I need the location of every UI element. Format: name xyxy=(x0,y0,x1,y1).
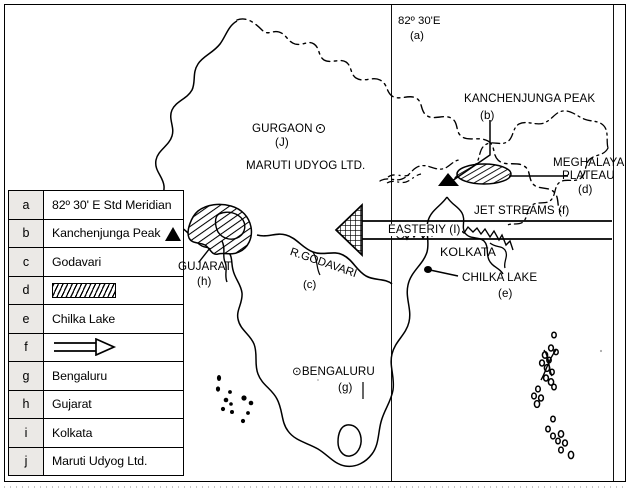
legend-row-g: g Bengaluru xyxy=(9,362,183,391)
legend-label-e: Chilka Lake xyxy=(52,311,116,326)
label-kolkata: KOLKATA xyxy=(440,245,497,259)
label-maruti-udyog: MARUTI UDYOG LTD. xyxy=(246,159,366,172)
legend-row-e: e Chilka Lake xyxy=(9,305,183,334)
label-bengaluru: ⊙BENGALURU xyxy=(292,365,375,378)
label-82-30e-key: (a) xyxy=(410,30,424,42)
legend-label-c: Godavari xyxy=(52,254,102,269)
legend-key-d: d xyxy=(9,276,44,304)
label-meghalaya-plateau-line2: PLATEAU xyxy=(562,169,615,182)
legend-row-c: c Godavari xyxy=(9,248,183,277)
legend-key-b: b xyxy=(9,219,44,247)
legend-key-e: e xyxy=(9,305,44,333)
legend-key-h: h xyxy=(9,390,44,418)
scan-artifact xyxy=(4,486,626,488)
legend-label-a: 82º 30' E Std Meridian xyxy=(52,197,172,212)
legend-label-h: Gujarat xyxy=(52,397,92,412)
hollow-right-arrow-icon xyxy=(54,338,117,357)
city-marker-gurgaon xyxy=(316,124,325,133)
mountain-peak-triangle-icon xyxy=(165,227,182,242)
label-kanchenjunga-peak: KANCHENJUNGA PEAK xyxy=(464,92,596,105)
legend-label-b: Kanchenjunga Peak xyxy=(52,226,161,241)
legend-key-f: f xyxy=(9,333,44,361)
label-82-30e-meridian: 82º 30'E xyxy=(398,15,441,27)
label-gujarat-key: (h) xyxy=(197,275,212,288)
lake-marker-chilka xyxy=(424,266,432,273)
label-kanchenjunga-key: (b) xyxy=(480,109,495,122)
label-meghalaya-plateau-line1: MEGHALAYA xyxy=(553,156,625,169)
label-chilka-lake: CHILKA LAKE xyxy=(462,271,538,284)
label-gujarat: GUJARAT xyxy=(178,260,232,273)
legend-row-b: b Kanchenjunga Peak xyxy=(9,219,183,248)
legend-label-d-wrap xyxy=(44,277,183,305)
label-gurgaon-key: (J) xyxy=(275,136,289,149)
legend-row-j: j Maruti Udyog Ltd. xyxy=(9,447,183,475)
legend-row-f: f xyxy=(9,333,183,362)
legend-key-g: g xyxy=(9,362,44,390)
hatched-rectangle-icon xyxy=(52,282,116,298)
legend-label-j: Maruti Udyog Ltd. xyxy=(52,454,148,469)
label-jet-streams: JET STREAMS (f) xyxy=(474,204,570,217)
legend-label-b-wrap: Kanchenjunga Peak xyxy=(44,220,183,248)
legend-key-c: c xyxy=(9,248,44,276)
legend-key-a: a xyxy=(9,191,44,219)
legend-row-a: a 82º 30' E Std Meridian xyxy=(9,191,183,220)
label-easterly: EASTERIY (I) xyxy=(387,223,462,237)
legend-key-j: j xyxy=(9,447,44,475)
legend-table: a 82º 30' E Std Meridian b Kanchenjunga … xyxy=(8,190,184,476)
legend-key-i: i xyxy=(9,419,44,447)
label-chilka-key: (e) xyxy=(498,287,513,300)
meridian-line-right xyxy=(613,5,614,481)
label-meghalaya-key: (d) xyxy=(578,183,593,196)
legend-label-i: Kolkata xyxy=(52,425,93,440)
meridian-line-82-30e xyxy=(391,5,392,481)
legend-row-h: h Gujarat xyxy=(9,390,183,419)
legend-label-g: Bengaluru xyxy=(52,368,108,383)
legend-row-i: i Kolkata xyxy=(9,419,183,448)
label-bengaluru-key: (g) xyxy=(338,381,353,394)
legend-label-f-wrap xyxy=(44,334,183,362)
label-gurgaon: GURGAON xyxy=(252,122,313,135)
legend-row-d: d xyxy=(9,276,183,305)
label-godavari-key: (c) xyxy=(303,279,317,291)
